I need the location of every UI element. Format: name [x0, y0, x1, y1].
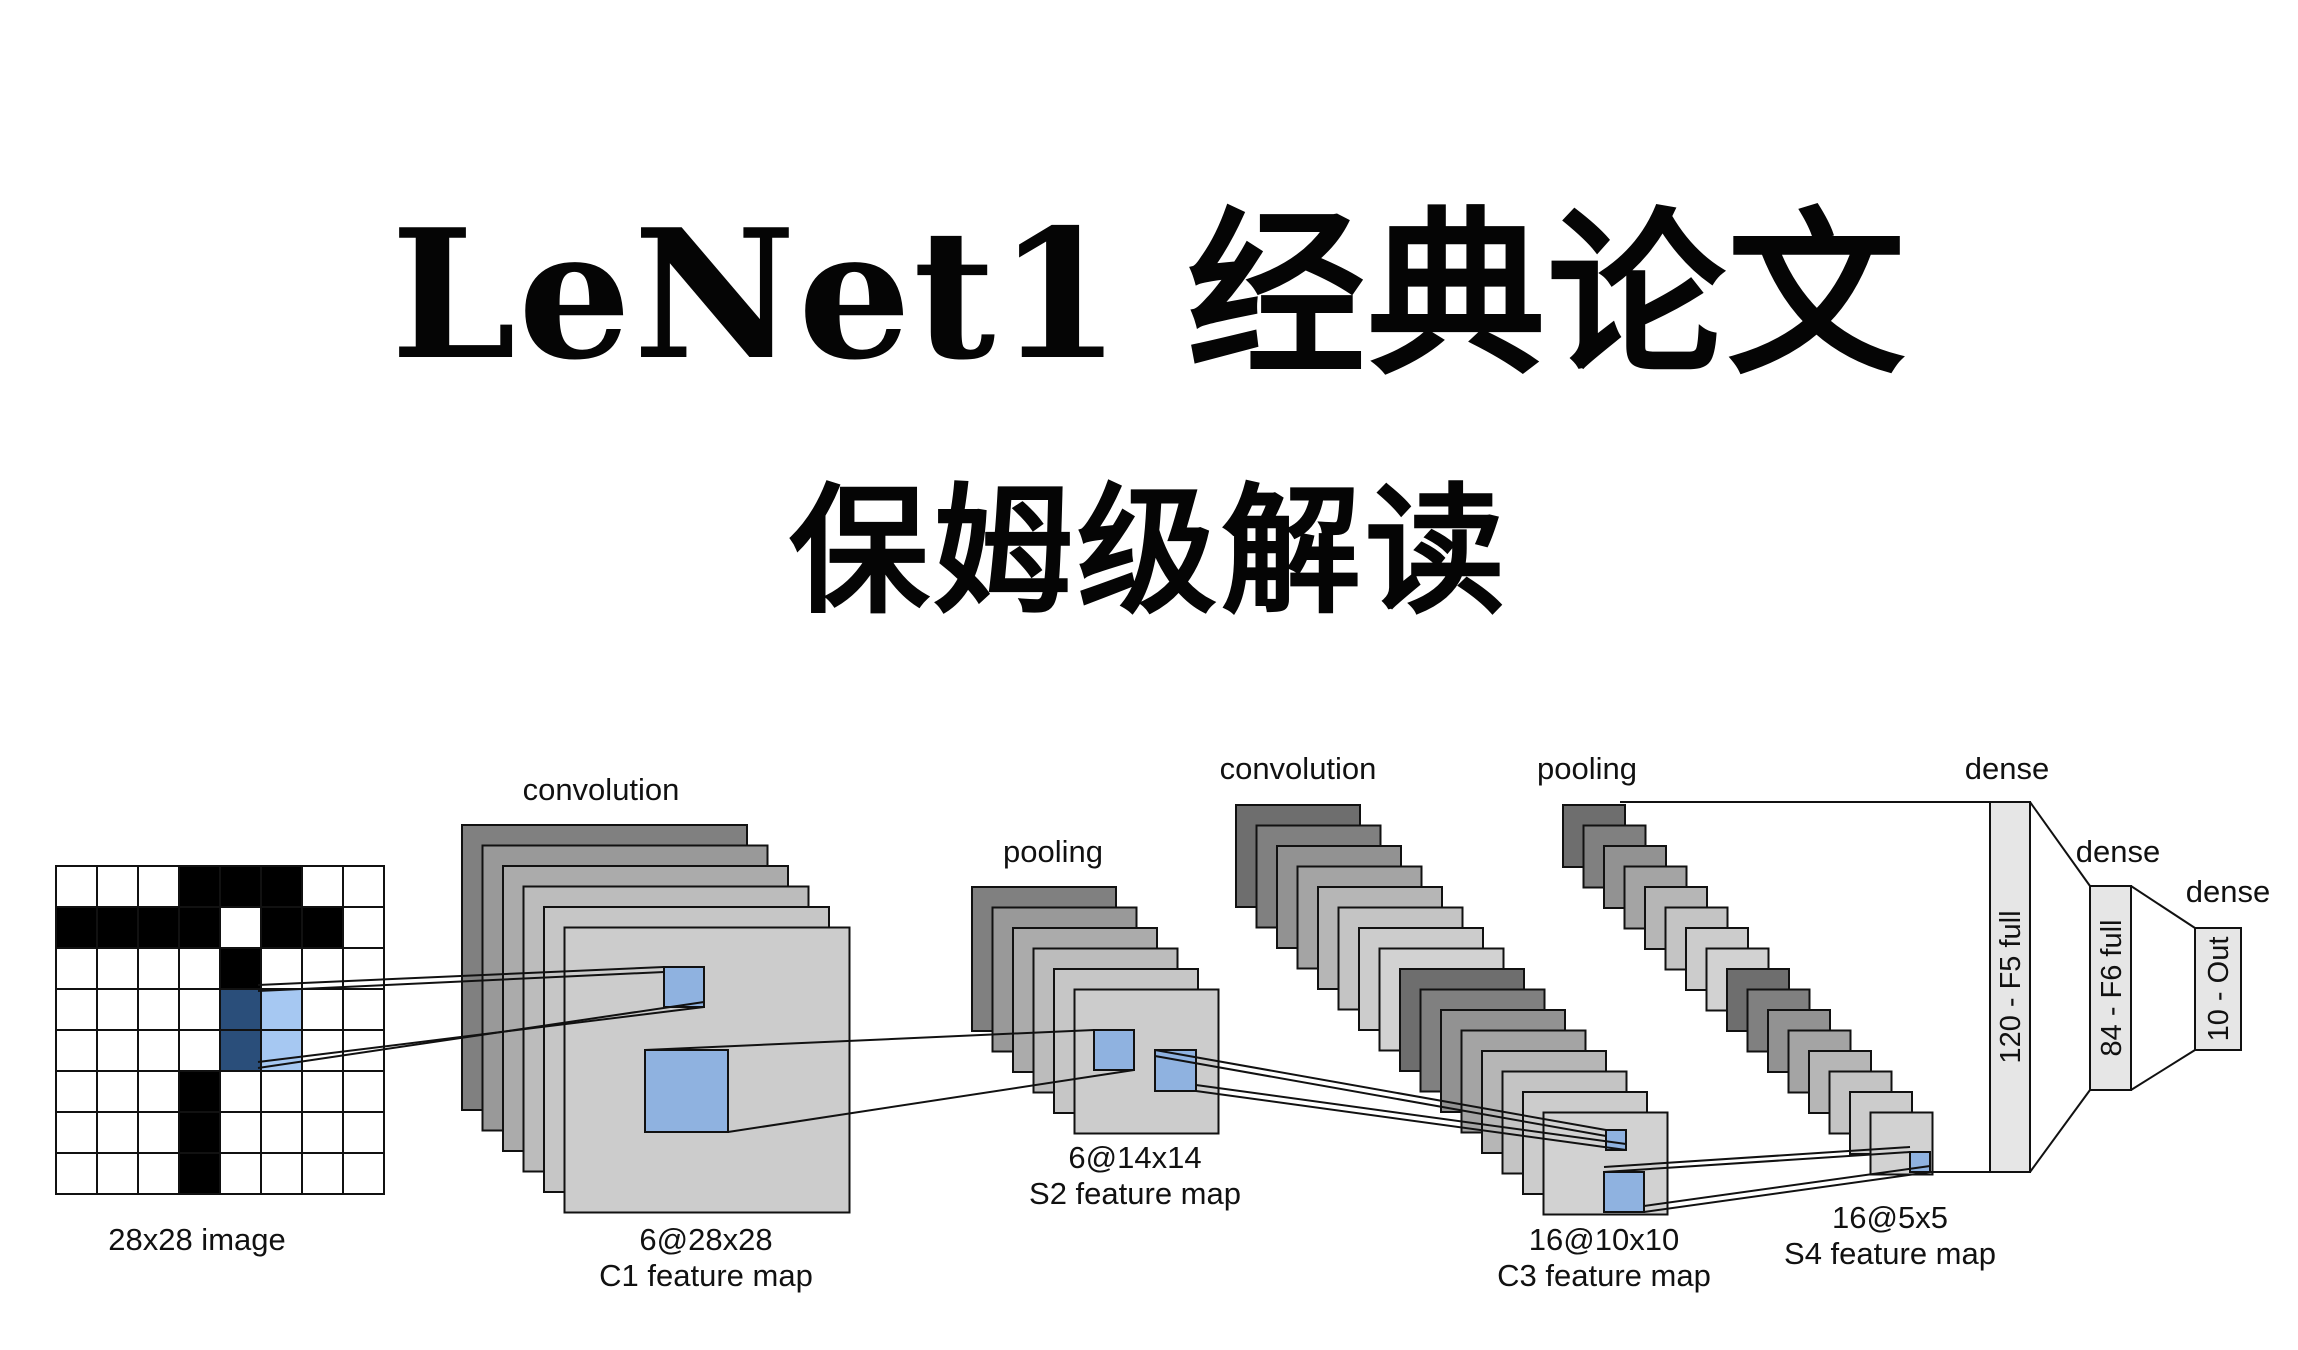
input-image-grid	[55, 865, 385, 1195]
input-pixel	[55, 947, 98, 990]
f5-dense-layer	[1989, 801, 2031, 1173]
out-layer-label: 10 - Out	[2203, 937, 2235, 1042]
input-pixel	[260, 1070, 303, 1113]
dense2-label: dense	[2076, 834, 2160, 869]
input-pixel	[137, 1152, 180, 1195]
input-pixel	[178, 988, 221, 1031]
f5-layer-label: 120 - F5 full	[1995, 910, 2027, 1063]
c3-name-caption: C3 feature map	[1497, 1258, 1711, 1293]
pool1-label: pooling	[1003, 834, 1103, 869]
s4-feature-map-stack	[1562, 804, 1934, 1176]
input-pixel	[342, 906, 385, 949]
input-pixel	[260, 988, 303, 1031]
input-pixel	[137, 1111, 180, 1154]
input-pixel	[342, 947, 385, 990]
s4-size-caption: 16@5x5	[1832, 1200, 1948, 1235]
input-pixel	[260, 1152, 303, 1195]
s2-feature-map-stack	[971, 886, 1220, 1135]
input-pixel	[55, 988, 98, 1031]
input-pixel	[96, 1111, 139, 1154]
input-pixel	[178, 906, 221, 949]
input-pixel	[219, 1111, 262, 1154]
input-pixel	[301, 988, 344, 1031]
input-pixel	[178, 947, 221, 990]
c1-pool-source	[644, 1049, 729, 1133]
c3-feature-map-stack	[1235, 804, 1669, 1216]
input-pixel	[301, 1070, 344, 1113]
input-pixel	[178, 1152, 221, 1195]
s2-pool-target	[1093, 1029, 1135, 1071]
input-pixel	[96, 1070, 139, 1113]
dense3-label: dense	[2186, 874, 2270, 909]
input-pixel	[96, 865, 139, 908]
s2-size-caption: 6@14x14	[1068, 1140, 1201, 1175]
input-pixel	[55, 1029, 98, 1072]
connection-lines	[257, 801, 2196, 1213]
out-dense-layer	[2194, 927, 2242, 1051]
conv1-label: convolution	[523, 772, 680, 807]
c3-pool-source	[1603, 1171, 1645, 1213]
input-pixel	[219, 906, 262, 949]
input-pixel	[260, 1111, 303, 1154]
input-pixel	[342, 1111, 385, 1154]
input-pixel	[137, 988, 180, 1031]
input-pixel	[260, 865, 303, 908]
input-pixel	[96, 906, 139, 949]
f6-dense-layer	[2089, 885, 2132, 1091]
input-pixel	[219, 1070, 262, 1113]
input-pixel	[219, 1152, 262, 1195]
input-pixel	[342, 988, 385, 1031]
conv2-label: convolution	[1220, 751, 1377, 786]
c1-feature-map-stack	[461, 824, 851, 1214]
input-pixel	[219, 1029, 262, 1072]
c3-kernel-target	[1605, 1129, 1627, 1151]
input-pixel	[55, 906, 98, 949]
input-pixel	[55, 1152, 98, 1195]
input-pixel	[219, 988, 262, 1031]
input-pixel	[55, 1111, 98, 1154]
input-pixel	[137, 947, 180, 990]
input-pixel	[96, 1152, 139, 1195]
input-pixel	[301, 865, 344, 908]
input-pixel	[55, 1070, 98, 1113]
c1-name-caption: C1 feature map	[599, 1258, 813, 1293]
input-pixel	[342, 1152, 385, 1195]
input-pixel	[301, 1111, 344, 1154]
c3-size-caption: 16@10x10	[1529, 1222, 1679, 1257]
input-pixel	[260, 906, 303, 949]
input-pixel	[178, 1111, 221, 1154]
input-pixel	[301, 906, 344, 949]
pool2-label: pooling	[1537, 751, 1637, 786]
input-pixel	[301, 1152, 344, 1195]
input-pixel	[178, 1029, 221, 1072]
input-pixel	[137, 865, 180, 908]
input-pixel	[96, 1029, 139, 1072]
input-pixel	[137, 1070, 180, 1113]
input-pixel	[342, 1070, 385, 1113]
input-pixel	[342, 865, 385, 908]
c1-kernel-target	[663, 966, 705, 1008]
s4-name-caption: S4 feature map	[1784, 1236, 1996, 1271]
s2-name-caption: S2 feature map	[1029, 1176, 1241, 1211]
input-pixel	[301, 1029, 344, 1072]
input-pixel	[219, 947, 262, 990]
input-caption: 28x28 image	[108, 1222, 286, 1257]
f6-layer-label: 84 - F6 full	[2096, 920, 2128, 1057]
input-pixel	[178, 1070, 221, 1113]
input-pixel	[137, 906, 180, 949]
input-pixel	[219, 865, 262, 908]
input-pixel	[96, 988, 139, 1031]
dense1-label: dense	[1965, 751, 2049, 786]
page-title: LeNet1 经典论文	[390, 190, 1908, 399]
input-pixel	[137, 1029, 180, 1072]
page-subtitle: 保姆级解读	[788, 470, 1509, 634]
input-pixel	[96, 947, 139, 990]
input-pixel	[178, 865, 221, 908]
input-pixel	[55, 865, 98, 908]
c1-size-caption: 6@28x28	[639, 1222, 772, 1257]
